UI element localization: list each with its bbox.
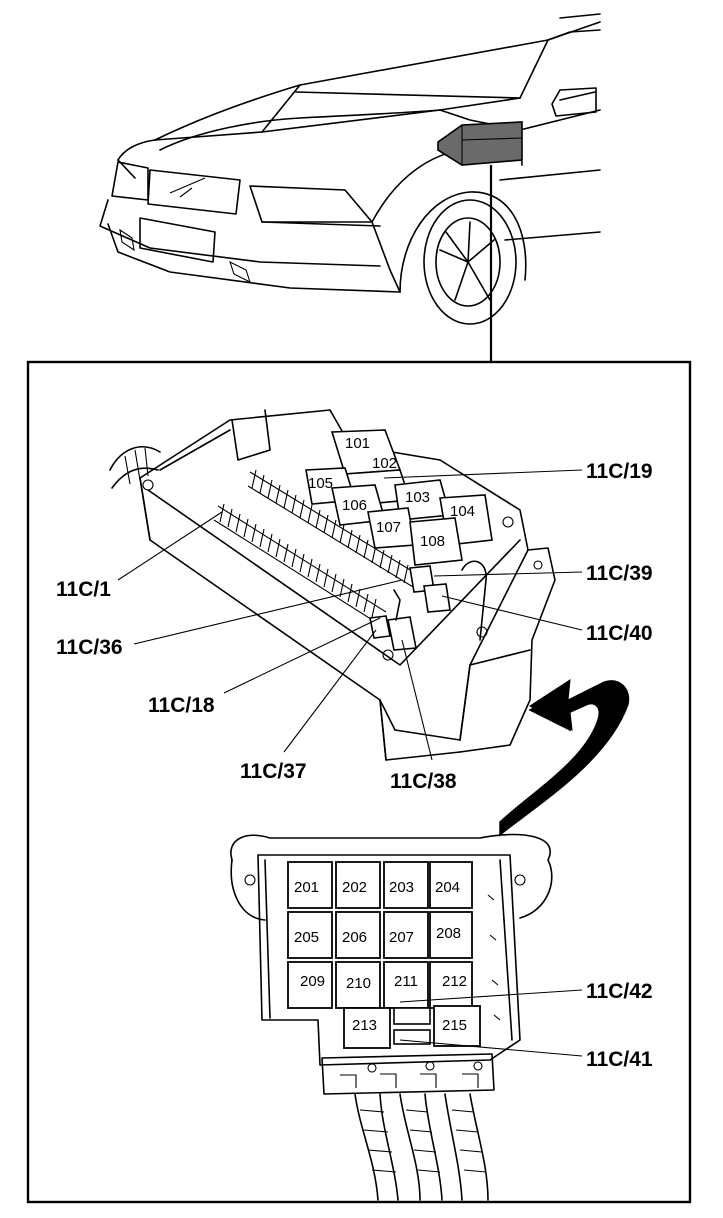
relay-label: 207 bbox=[389, 929, 414, 946]
callout-labels: 11C/19 11C/1 11C/39 11C/40 11C/36 11C/18… bbox=[56, 460, 653, 1071]
callout-11c-36: 11C/36 bbox=[56, 636, 123, 659]
fuse-row-bottom bbox=[213, 503, 387, 627]
callout-11c-19: 11C/19 bbox=[586, 460, 653, 483]
relay-label: 204 bbox=[435, 879, 460, 896]
callout-11c-37: 11C/37 bbox=[240, 760, 307, 783]
detail-frame bbox=[26, 360, 692, 1204]
callout-11c-1: 11C/1 bbox=[56, 578, 111, 601]
relay-213: 213 bbox=[343, 1007, 391, 1049]
relay-label: 104 bbox=[450, 503, 475, 520]
callout-11c-38: 11C/38 bbox=[390, 770, 457, 793]
relay-label: 215 bbox=[442, 1017, 467, 1034]
relay-210: 210 bbox=[335, 961, 381, 1009]
upper-fuse-box: 101 102 103 104 105 106 107 108 bbox=[109, 409, 556, 761]
relay-label: 101 bbox=[345, 435, 370, 452]
relay-label: 212 bbox=[442, 973, 467, 990]
relay-label: 107 bbox=[376, 519, 401, 536]
relay-label: 210 bbox=[346, 975, 371, 992]
relay-label: 206 bbox=[342, 929, 367, 946]
relay-label: 103 bbox=[405, 489, 430, 506]
relay-205: 205 bbox=[287, 911, 333, 959]
relay-label: 205 bbox=[294, 929, 319, 946]
callout-11c-41: 11C/41 bbox=[586, 1048, 653, 1071]
callout-11c-18: 11C/18 bbox=[148, 694, 215, 717]
relay-label: 105 bbox=[308, 475, 333, 492]
callout-11c-42: 11C/42 bbox=[586, 980, 653, 1003]
relay-label: 202 bbox=[342, 879, 367, 896]
callout-11c-39: 11C/39 bbox=[586, 562, 653, 585]
relay-204: 204 bbox=[429, 861, 473, 909]
relay-208: 208 bbox=[429, 911, 473, 959]
callout-11c-40: 11C/40 bbox=[586, 622, 653, 645]
relay-108: 108 bbox=[409, 517, 463, 566]
fuse-row-top bbox=[247, 469, 421, 591]
relay-203: 203 bbox=[383, 861, 429, 909]
car-illustration bbox=[99, 13, 601, 362]
relay-206: 206 bbox=[335, 911, 381, 959]
relay-label: 106 bbox=[342, 497, 367, 514]
relay-label: 203 bbox=[389, 879, 414, 896]
relay-215: 215 bbox=[433, 1005, 481, 1047]
relay-label: 213 bbox=[352, 1017, 377, 1034]
relay-label: 209 bbox=[300, 973, 325, 990]
relay-label: 108 bbox=[420, 533, 445, 550]
relay-label: 102 bbox=[372, 455, 397, 472]
relay-209: 209 bbox=[287, 961, 333, 1009]
lower-relay-box: 201 202 203 204 205 206 207 208 bbox=[230, 833, 553, 1201]
relay-label: 201 bbox=[294, 879, 319, 896]
relay-201: 201 bbox=[287, 861, 333, 909]
callout-leaders bbox=[117, 469, 583, 1057]
relay-202: 202 bbox=[335, 861, 381, 909]
fuse-box-location-marker bbox=[437, 121, 523, 166]
relay-107: 107 bbox=[367, 507, 416, 549]
relay-212: 212 bbox=[429, 961, 473, 1009]
relay-label: 208 bbox=[436, 925, 461, 942]
relay-label: 211 bbox=[394, 973, 418, 990]
relay-207: 207 bbox=[383, 911, 429, 959]
